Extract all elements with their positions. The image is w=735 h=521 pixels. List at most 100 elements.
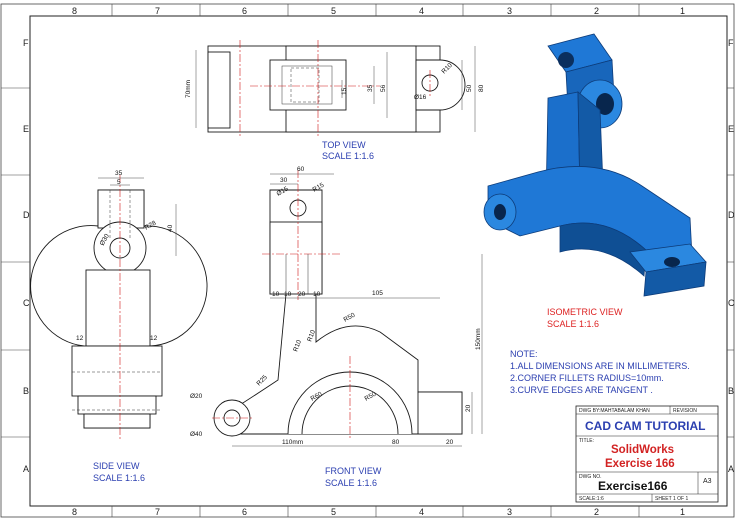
tb-title-line1: SolidWorks: [611, 444, 674, 456]
dim-60: 60: [297, 166, 305, 173]
notes: NOTE: 1.ALL DIMENSIONS ARE IN MILLIMETER…: [510, 349, 690, 395]
dim-20-bottom: 20: [446, 439, 454, 446]
dim-d16: Ø16: [414, 94, 427, 101]
dim-150mm: 150mm: [475, 328, 482, 350]
zone-labels-bottom: 8 7 6 5 4 3 2 1: [72, 507, 685, 517]
zone-row-d-right: D: [728, 210, 735, 220]
tb-title-line2: Exercise 166: [605, 458, 675, 470]
dim-r10-a: R10: [292, 339, 303, 353]
zone-labels-top: 8 7 6 5 4 3 2 1: [72, 6, 685, 16]
tb-drawn-by: DWG BY:MAHTABALAM KHAN: [579, 408, 650, 414]
notes-heading: NOTE:: [510, 349, 538, 359]
tb-company: CAD CAM TUTORIAL: [585, 419, 705, 433]
zone-col-1: 1: [680, 6, 685, 16]
title-block: DWG BY:MAHTABALAM KHAN REVISION CAD CAM …: [575, 405, 719, 503]
dim-80: 80: [478, 84, 485, 92]
zone-row-c: C: [23, 298, 30, 308]
front-view: 60 30 Ø15 R15 10 10 20 10 105 R50 R10 R1…: [190, 166, 483, 447]
note-1: 1.ALL DIMENSIONS ARE IN MILLIMETERS.: [510, 361, 690, 371]
dim-110mm: 110mm: [282, 439, 303, 446]
zone-col-3-bottom: 3: [507, 507, 512, 517]
zone-col-5: 5: [331, 6, 336, 16]
side-view-title: SIDE VIEW: [93, 461, 140, 471]
dim-15: 15: [341, 87, 348, 95]
zone-col-5-bottom: 5: [331, 507, 336, 517]
dim-12-right: 12: [150, 335, 158, 342]
dim-35: 35: [367, 84, 374, 92]
side-view-arm: [85, 269, 151, 347]
side-view-base-lower: [83, 413, 151, 429]
outer-border: [0, 3, 735, 518]
top-view: 70mm R10 Ø16 15 35 56 50 80: [185, 40, 485, 138]
zone-row-e-right: E: [728, 124, 734, 134]
dim-56: 56: [380, 84, 387, 92]
zone-col-7: 7: [155, 6, 160, 16]
zone-col-1-bottom: 1: [680, 507, 685, 517]
top-view-left-end: [207, 51, 231, 129]
zone-labels-left: F E D C B A: [23, 38, 30, 474]
zone-col-2-bottom: 2: [594, 507, 599, 517]
dim-40-side: 40: [167, 224, 174, 232]
dim-30: 30: [280, 177, 288, 184]
dim-r10-b: R10: [306, 329, 317, 343]
zone-col-3: 3: [507, 6, 512, 16]
side-view-base-mid: [77, 395, 157, 415]
tb-title-label: TITLE:: [579, 438, 594, 444]
tb-size: A3: [703, 478, 712, 485]
dim-12-left: 12: [76, 335, 84, 342]
tb-dwg-no: Exercise166: [598, 479, 668, 493]
zone-row-b: B: [23, 386, 29, 396]
zone-row-b-right: B: [728, 386, 734, 396]
top-view-inner-slot: [281, 65, 333, 105]
top-view-lug: [415, 59, 466, 111]
tb-scale: SCALE:1:6: [579, 496, 604, 502]
side-view: 35 5 Ø30 R28 40 12 12: [30, 170, 208, 440]
zone-col-6-bottom: 6: [242, 507, 247, 517]
zone-col-8-bottom: 8: [72, 507, 77, 517]
zone-row-a-right: A: [728, 464, 734, 474]
front-view-right-foot: [417, 391, 463, 435]
zone-row-e: E: [23, 124, 29, 134]
zone-ticks: [1, 4, 734, 517]
top-view-hidden-slot: [290, 67, 320, 103]
isometric-view-title: ISOMETRIC VIEW: [547, 307, 623, 317]
dim-50: 50: [466, 84, 473, 92]
zone-row-f: F: [23, 38, 29, 48]
zone-col-6: 6: [242, 6, 247, 16]
zone-row-d: D: [23, 210, 30, 220]
zone-col-4: 4: [419, 6, 424, 16]
dim-20-side: 20: [465, 404, 472, 412]
zone-row-a: A: [23, 464, 29, 474]
dim-d20: Ø20: [190, 393, 203, 400]
dim-105: 105: [372, 290, 383, 297]
inner-border: [29, 15, 728, 507]
zone-col-2: 2: [594, 6, 599, 16]
side-view-base-upper: [71, 345, 163, 397]
note-2: 2.CORNER FILLETS RADIUS=10mm.: [510, 373, 664, 383]
tb-sheet: SHEET 1 OF 1: [655, 496, 688, 502]
top-view-scale: SCALE 1:1.6: [322, 151, 374, 161]
zone-row-f-right: F: [728, 38, 734, 48]
dim-10-a: 10: [272, 291, 280, 298]
dim-10-b: 10: [284, 291, 292, 298]
dim-r25: R25: [255, 374, 269, 388]
zone-col-4-bottom: 4: [419, 507, 424, 517]
dim-d40: Ø40: [190, 431, 203, 438]
front-view-title: FRONT VIEW: [325, 466, 382, 476]
dim-20: 20: [298, 291, 306, 298]
top-view-title: TOP VIEW: [322, 140, 366, 150]
side-view-scale: SCALE 1:1.6: [93, 473, 145, 483]
dim-r50-upper: R50: [343, 312, 357, 324]
isometric-view: [483, 33, 707, 297]
zone-row-c-right: C: [728, 298, 735, 308]
tb-revision-label: REVISION: [673, 408, 697, 414]
note-3: 3.CURVE EDGES ARE TANGENT .: [510, 385, 653, 395]
dim-80-front: 80: [392, 439, 400, 446]
front-view-column: [269, 221, 323, 295]
zone-col-8: 8: [72, 6, 77, 16]
zone-labels-right: F E D C B A: [728, 38, 735, 474]
dim-10-c: 10: [313, 291, 321, 298]
iso-top-hole: [558, 52, 574, 68]
tb-dwg-no-label: DWG NO.: [579, 474, 602, 480]
